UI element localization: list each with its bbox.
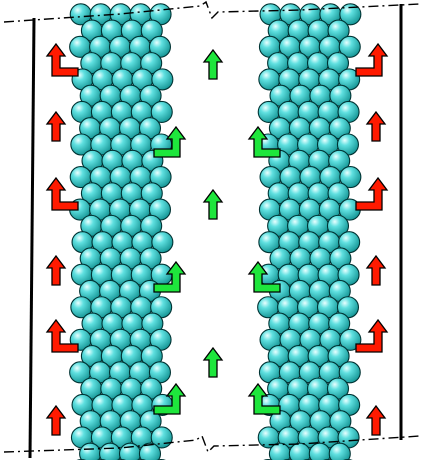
outer-flow-arrow-left [47, 406, 65, 435]
outer-flow-arrow-left [47, 256, 65, 285]
outer-flow-arrow-right [356, 44, 387, 76]
center-flow-arrow [204, 50, 222, 79]
right-bed [258, 4, 361, 460]
particle [80, 443, 101, 460]
left-bed [70, 4, 173, 460]
particle [309, 443, 330, 460]
particle [120, 443, 141, 460]
outer-flow-arrow-left [47, 112, 65, 141]
particle [329, 443, 350, 460]
outer-flow-arrow-right [367, 256, 385, 285]
particle [100, 443, 121, 460]
outer-flow-arrow-right [367, 112, 385, 141]
center-flow-arrow [204, 190, 222, 219]
outer-flow-arrow-right [367, 406, 385, 435]
particle [139, 443, 160, 460]
center-flow-arrow [204, 348, 222, 377]
outer-flow-arrow-right [356, 178, 387, 210]
left-outer-wall [30, 18, 34, 458]
particle [289, 443, 310, 460]
particle [269, 443, 290, 460]
